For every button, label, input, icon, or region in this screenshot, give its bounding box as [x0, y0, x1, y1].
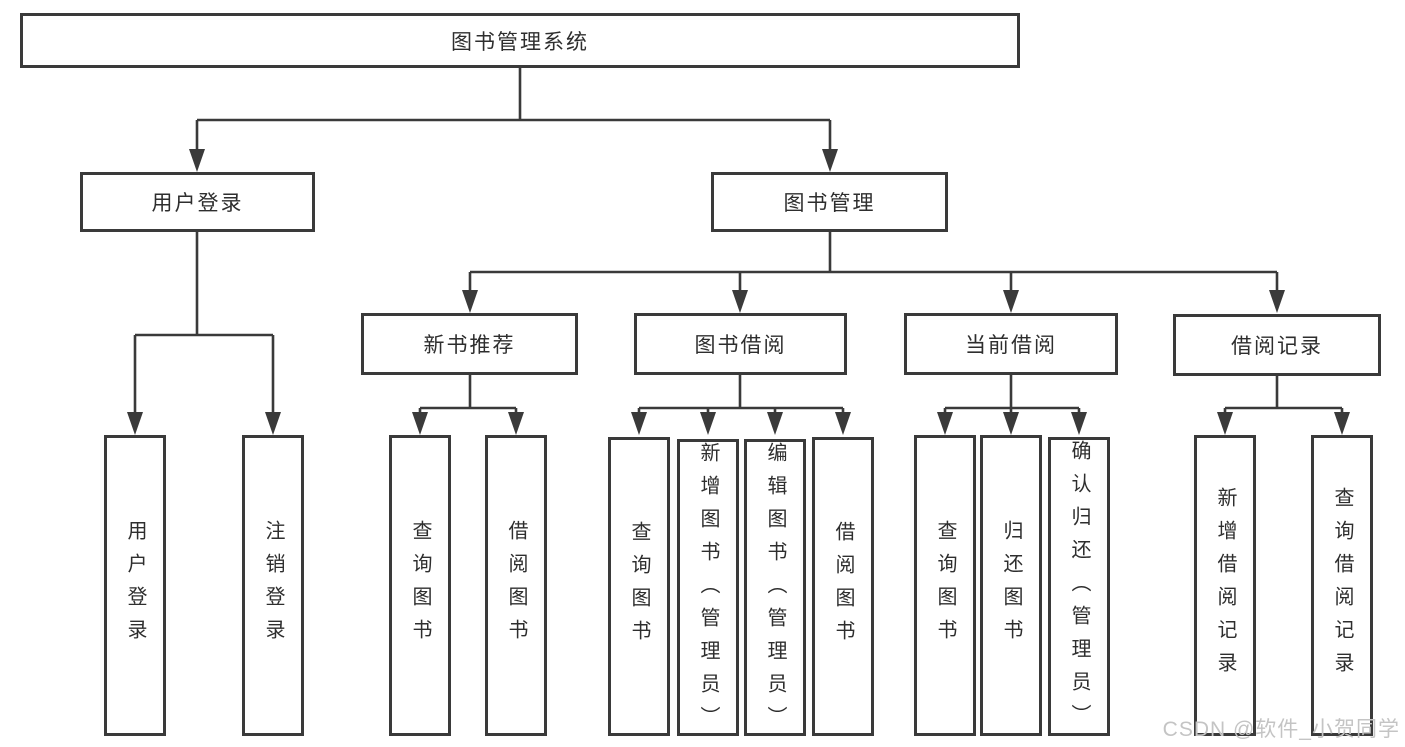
- connector-borrow-records-children: [1217, 376, 1350, 435]
- leaf-query-books-borrow: 查询图书: [608, 437, 670, 736]
- leaf-user-login: 用户登录: [104, 435, 166, 736]
- leaf-logout: 注销登录: [242, 435, 304, 736]
- connector-new-book-recommend-children: [412, 375, 524, 435]
- connector-book-borrow-children: [631, 375, 851, 435]
- connector-current-borrow-children: [937, 375, 1087, 435]
- node-user-login: 用户登录: [80, 172, 315, 232]
- node-new-book-recommend: 新书推荐: [361, 313, 578, 375]
- connector-root-to-level2: [189, 68, 838, 172]
- leaf-query-borrow-record: 查询借阅记录: [1311, 435, 1373, 736]
- leaf-add-borrow-record: 新增借阅记录: [1194, 435, 1256, 736]
- node-current-borrow: 当前借阅: [904, 313, 1118, 375]
- node-book-borrow: 图书借阅: [634, 313, 847, 375]
- leaf-return-books: 归还图书: [980, 435, 1042, 736]
- connector-user-login-children: [127, 232, 281, 435]
- leaf-borrow-books-recommend: 借阅图书: [485, 435, 547, 736]
- leaf-query-books-recommend: 查询图书: [389, 435, 451, 736]
- leaf-borrow-books: 借阅图书: [812, 437, 874, 736]
- node-book-management: 图书管理: [711, 172, 948, 232]
- connector-book-management-children: [462, 232, 1285, 313]
- leaf-edit-books-admin: 编辑图书（管理员）: [744, 439, 806, 739]
- leaf-query-books-current: 查询图书: [914, 435, 976, 736]
- node-library-management-system: 图书管理系统: [20, 13, 1020, 68]
- node-borrow-records: 借阅记录: [1173, 314, 1381, 376]
- leaf-confirm-return-admin: 确认归还（管理员）: [1048, 437, 1110, 737]
- leaf-add-books-admin: 新增图书（管理员）: [677, 439, 739, 739]
